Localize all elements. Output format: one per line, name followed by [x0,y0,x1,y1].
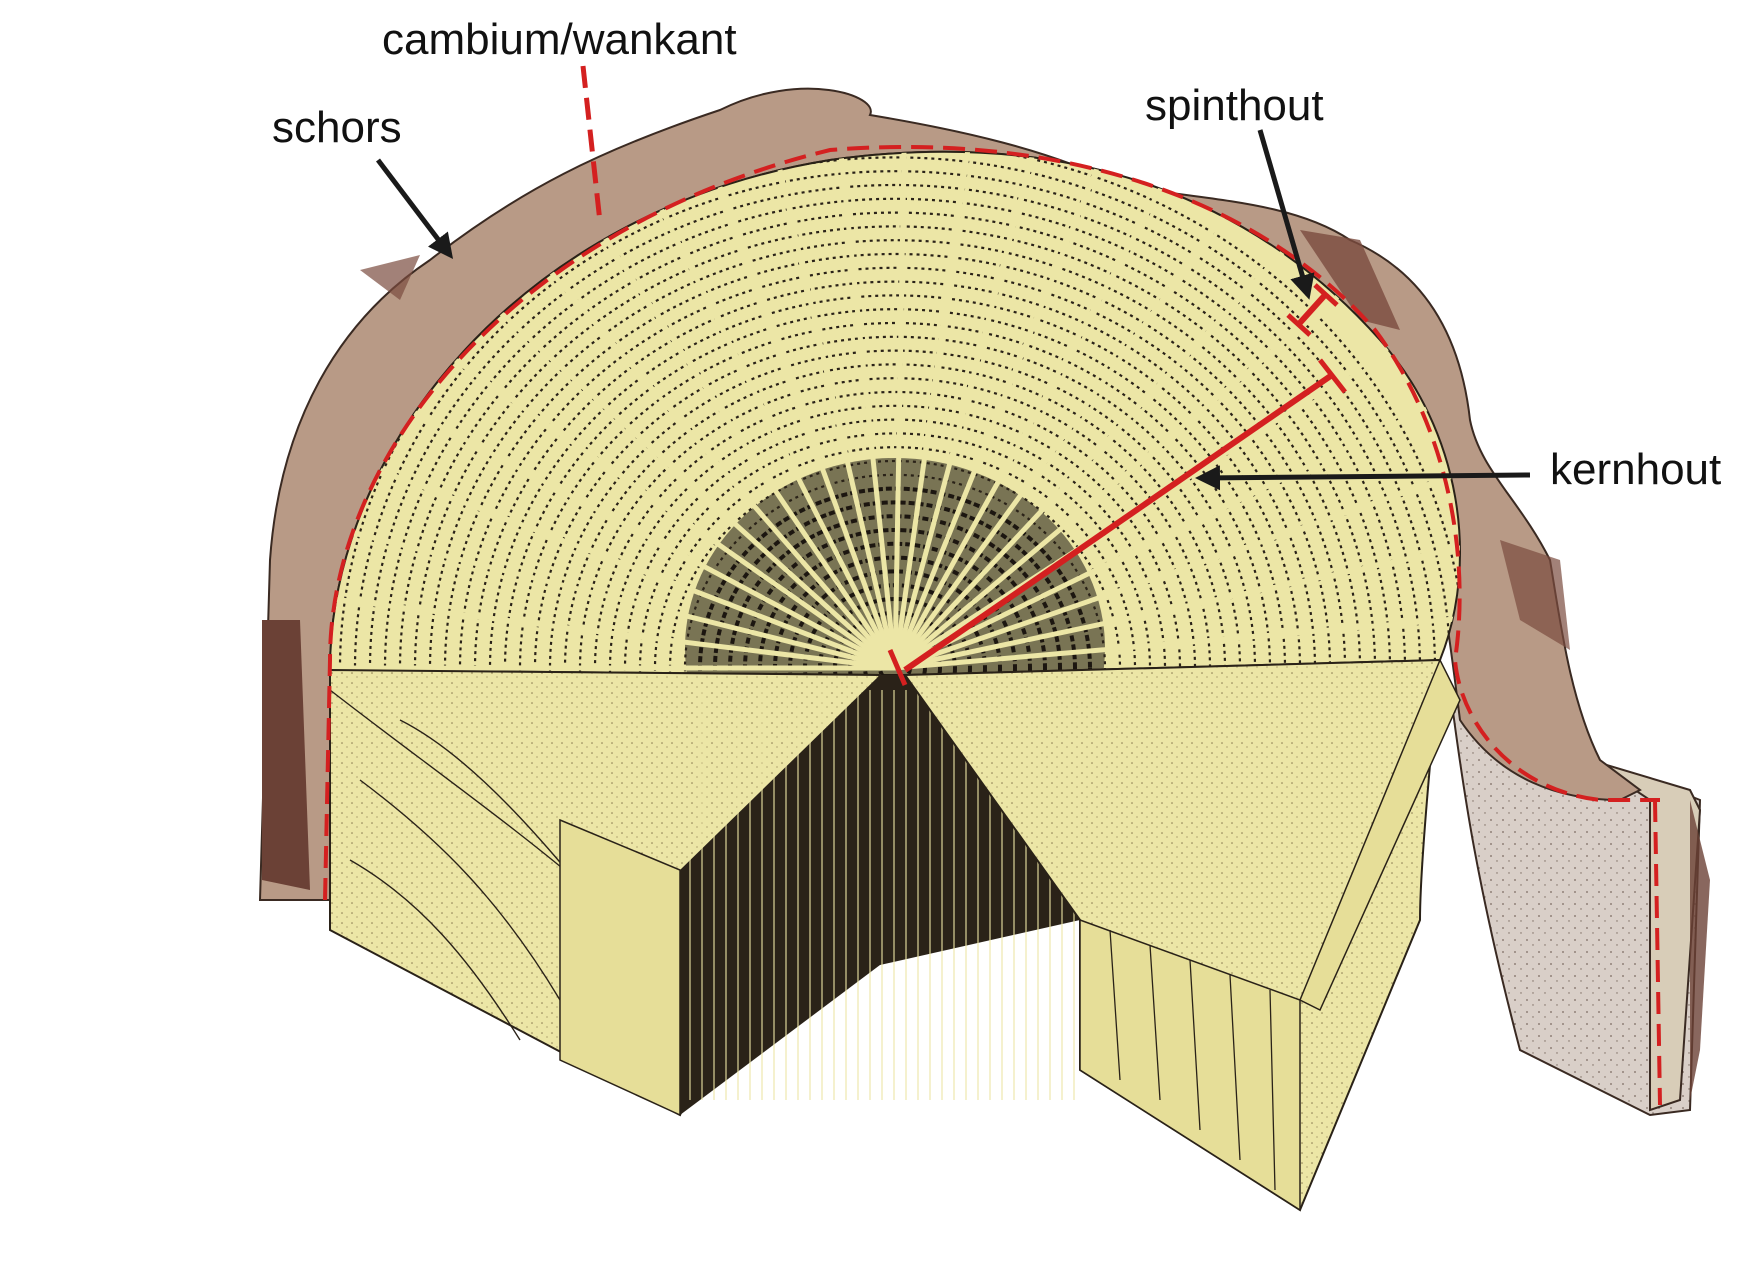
medullary-ray [330,496,896,671]
cambium-pointer [580,65,603,223]
cambium-boundary [323,145,1660,901]
medullary-ray [819,151,898,669]
arrow-icon [376,158,454,259]
arrow-icon [1195,465,1531,491]
cross-section [328,150,1461,676]
label-sapwood: spinthout [1145,81,1324,130]
medullary-ray [892,151,910,669]
medullary-ray [892,151,995,669]
left-face-block [329,668,882,1117]
arrow-icon [1257,129,1315,300]
sapwood-dimension [1286,283,1339,337]
medullary-ray [893,358,1460,671]
medullary-ray [894,520,1460,671]
medullary-ray [735,151,898,669]
heartwood-split [680,675,1080,1115]
medullary-ray [892,151,1079,669]
label-cambium: cambium/wankant [382,15,737,64]
medullary-ray [894,604,1460,671]
medullary-ray [574,151,898,670]
medullary-ray [653,151,898,669]
heartwood-dimension [887,358,1347,686]
medullary-rays [330,151,1460,671]
medullary-ray [892,151,1160,669]
right-bark-slab [1448,688,1710,1117]
right-face-block [903,658,1461,1212]
label-bark: schors [272,103,402,152]
label-heartwood: kernhout [1550,445,1721,494]
medullary-ray [330,580,896,671]
growth-ring [683,473,1107,675]
